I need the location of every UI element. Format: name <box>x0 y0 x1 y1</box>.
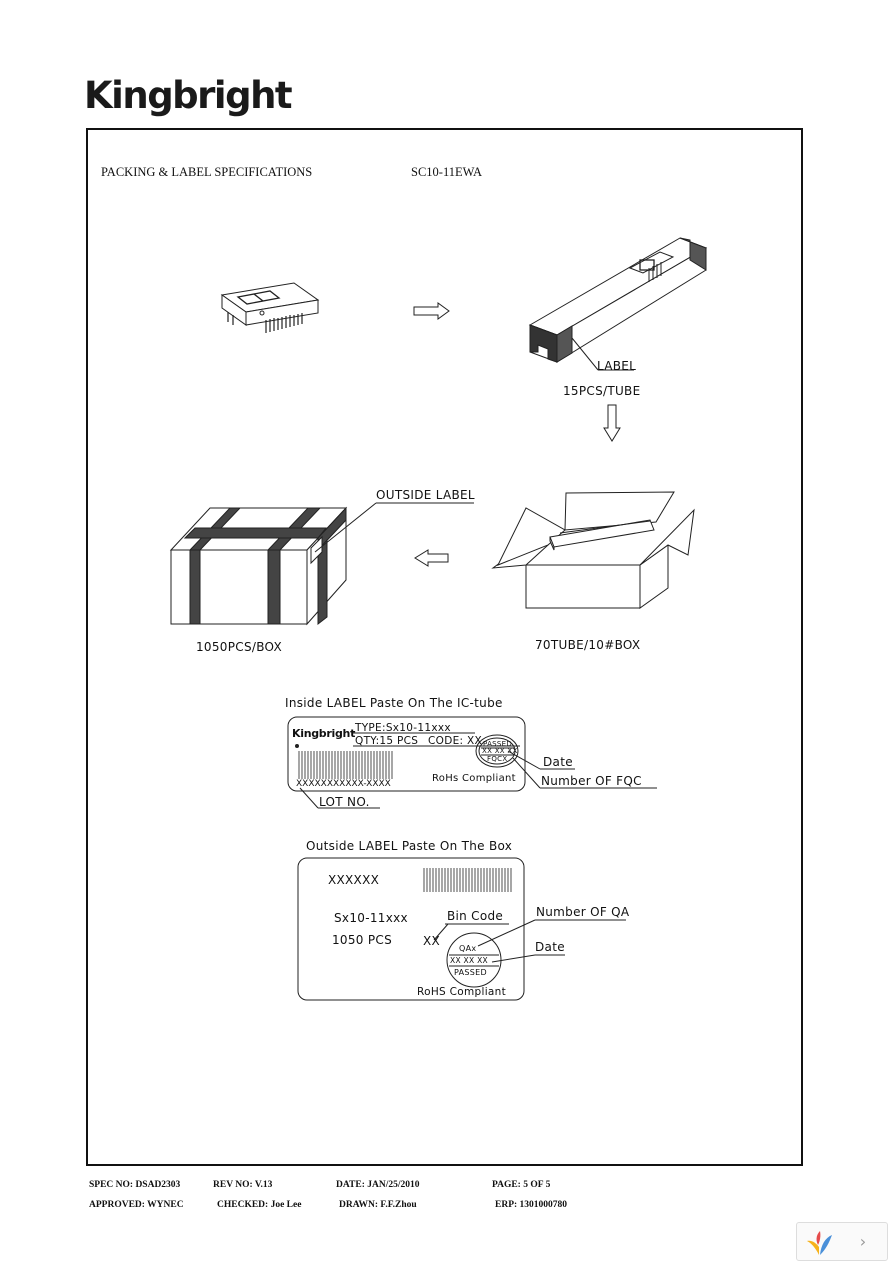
erp-number: ERP: 1301000780 <box>495 1200 568 1210</box>
viewer-logo-icon <box>807 1231 832 1255</box>
document-date: DATE: JAN/25/2010 <box>336 1180 420 1190</box>
tube-qty: 15PCS/TUBE <box>563 384 641 398</box>
outside-stamp-top: QAx <box>459 944 477 953</box>
bin-code-label: Bin Code <box>447 909 504 923</box>
revision-number: REV NO: V.13 <box>213 1180 273 1190</box>
arrow-left-icon <box>414 549 449 567</box>
inside-stamp-top: PASSED <box>483 740 513 748</box>
box-qty: 1050PCS/BOX <box>196 640 283 654</box>
next-page-icon[interactable]: › <box>859 1232 867 1251</box>
arrow-down-icon <box>603 404 621 442</box>
inside-stamp-mid: XX XX XX <box>482 747 518 755</box>
checked-by: CHECKED: Joe Lee <box>217 1200 302 1210</box>
outside-code: XXXXXX <box>328 873 380 887</box>
part-number: SC10-11EWA <box>411 165 483 179</box>
spec-number: SPEC NO: DSAD2303 <box>89 1180 181 1190</box>
closed-box-icon <box>169 506 348 626</box>
brand-logo: Kingbright <box>84 74 293 117</box>
page-title: PACKING & LABEL SPECIFICATIONS <box>101 165 313 179</box>
outside-label-drawing <box>297 857 626 1001</box>
tube-box-qty: 70TUBE/10#BOX <box>535 638 641 652</box>
inside-label-title: Inside LABEL Paste On The IC-tube <box>285 696 503 710</box>
outside-rohs: RoHS Compliant <box>417 986 507 998</box>
inside-serial: XXXXXXXXXXX-XXXX <box>296 779 391 789</box>
inside-label-qty: QTY:15 PCS <box>355 735 419 747</box>
lot-number-label: LOT NO. <box>319 795 370 809</box>
inside-rohs: RoHs Compliant <box>432 773 516 784</box>
approved-by: APPROVED: WYNEC <box>89 1200 184 1210</box>
content-frame <box>86 128 803 1166</box>
inside-label-type: TYPE:Sx10-11xxx <box>355 722 451 734</box>
tube-label-text: LABEL <box>597 359 637 373</box>
inside-label-drawing <box>287 716 657 809</box>
tube-icon <box>528 237 708 363</box>
arrow-right-icon <box>413 302 450 320</box>
outside-qty: 1050 PCS <box>332 933 392 947</box>
inside-date-label: Date <box>543 755 573 769</box>
qa-number-label: Number OF QA <box>536 905 630 919</box>
led-display-icon <box>220 282 320 333</box>
drawn-by: DRAWN: F.F.Zhou <box>339 1200 417 1210</box>
outside-date-label: Date <box>535 940 565 954</box>
outside-stamp-bot: PASSED <box>454 968 487 977</box>
inside-label-brand: Kingbright <box>292 727 356 740</box>
page-number: PAGE: 5 OF 5 <box>492 1180 551 1190</box>
open-box-icon <box>491 491 695 609</box>
outside-type: Sx10-11xxx <box>334 911 408 925</box>
outside-label-text: OUTSIDE LABEL <box>376 488 475 502</box>
outside-stamp-mid: XX XX XX <box>450 956 488 965</box>
outside-label-title: Outside LABEL Paste On The Box <box>306 839 513 853</box>
inside-label-code: CODE: XX <box>428 735 482 747</box>
fqc-number-label: Number OF FQC <box>541 774 642 788</box>
inside-stamp-bot: FQCX <box>487 755 508 763</box>
viewer-widget: › <box>796 1222 888 1261</box>
outside-bin: XX <box>423 934 441 948</box>
